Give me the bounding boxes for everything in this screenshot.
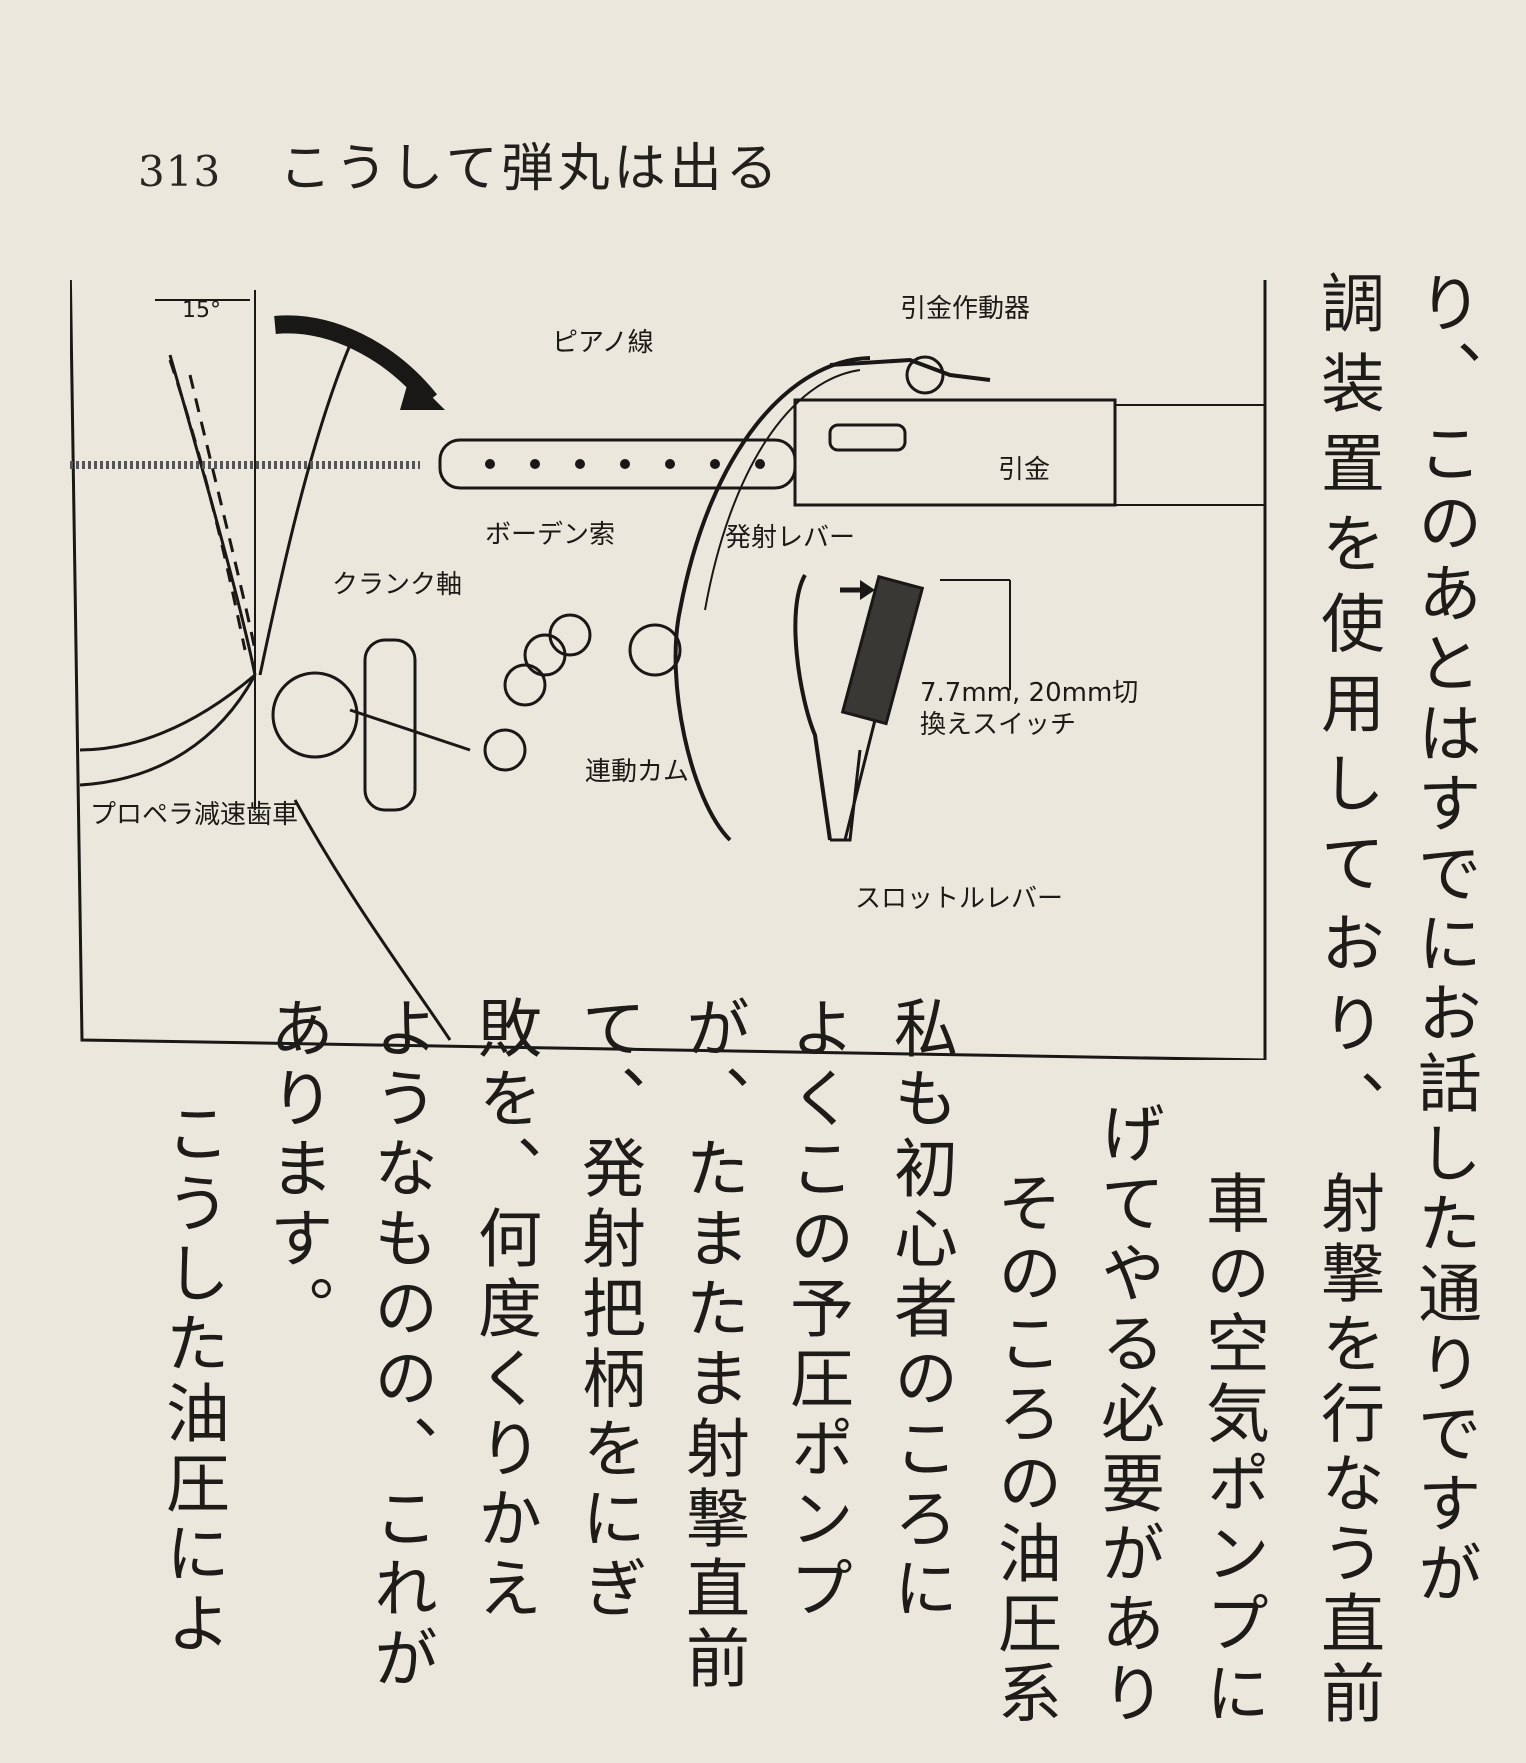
text-column: 装	[1310, 350, 1384, 420]
text-column: 調	[1310, 270, 1384, 340]
label-crank-shaft: クランク軸	[332, 570, 463, 600]
body-text: り、 このあとはすでにお話した通りですが 調 装 置 を 使 用 し て お り…	[60, 270, 1500, 1763]
text-column: 使	[1310, 590, 1384, 660]
propeller-blade	[258, 344, 352, 676]
gear	[503, 663, 547, 707]
text-column: て、発射把柄をにぎ	[571, 995, 645, 1625]
gear	[483, 728, 527, 772]
propeller-reduction-gear	[271, 671, 359, 759]
text-column: を	[1310, 510, 1384, 580]
label-throttle-lever: スロットルレバー	[855, 884, 1064, 914]
figure-frame	[70, 280, 1267, 1060]
label-linked-cam: 連動カム	[585, 757, 690, 787]
switch-grip	[840, 574, 925, 726]
firing-lever	[793, 574, 832, 841]
text-column: げてやる必要があり	[1090, 1100, 1164, 1730]
text-column: 置	[1310, 430, 1384, 500]
running-title: こうして弾丸は出る	[279, 139, 782, 199]
label-propeller-gear: プロペラ減速歯車	[90, 800, 299, 830]
label-trigger: 引金	[998, 455, 1051, 485]
propeller-blade	[293, 799, 452, 1041]
text-column: あります。	[259, 995, 333, 1345]
text-column: 射撃を行なう直前	[1310, 1170, 1384, 1730]
text-column: り、	[1407, 270, 1481, 410]
rotation-arrow-head	[400, 375, 445, 410]
text-column: り	[1310, 990, 1384, 1060]
text-column: 用	[1310, 670, 1384, 740]
text-column: 、	[1310, 1070, 1384, 1140]
label-bowden-cable: ボーデン索	[485, 520, 616, 550]
propeller-blade-outline	[168, 359, 247, 651]
propeller-blade	[79, 674, 257, 787]
text-column: て	[1310, 830, 1384, 900]
text-column: よくこの予圧ポンプ	[779, 995, 853, 1625]
label-firing-lever: 発射レバー	[725, 523, 856, 553]
label-switch-line2: 換えスイッチ	[920, 710, 1077, 740]
illustration: 15° ピアノ線 引金作動器 引金 ボーデン索 発射レバー クランク軸 7.7m…	[70, 280, 1275, 1060]
text-column: 敗を、何度くりかえ	[467, 995, 541, 1625]
linked-cam	[628, 623, 682, 677]
label-piano-wire: ピアノ線	[552, 328, 654, 358]
text-column: 私も初心者のころに	[883, 995, 957, 1625]
firing-mechanism-diagram	[70, 280, 1267, 1060]
crank-shaft	[363, 638, 417, 812]
trigger-actuator	[829, 357, 991, 382]
propeller-blade-outline	[188, 374, 257, 651]
page-number: 313	[138, 147, 222, 196]
bowden-cable	[673, 356, 871, 842]
text-column: そのころの油圧系	[987, 1100, 1061, 1730]
throttle-lever	[843, 719, 877, 841]
text-column: が、たまたま射撃直前	[675, 995, 749, 1695]
text-column: このあとはすでにお話した通りですが	[1407, 420, 1481, 1610]
text-column: お	[1310, 910, 1384, 980]
label-switch-line1: 7.7mm, 20mm切	[920, 678, 1139, 708]
page-header: 313 こうして弾丸は出る	[138, 126, 782, 201]
text-column: こうした油圧によ	[155, 1030, 229, 1660]
label-trigger-actuator: 引金作動器	[900, 294, 1031, 324]
propeller-blade	[79, 673, 256, 752]
label-angle: 15°	[182, 298, 221, 323]
gun-body	[793, 398, 1117, 507]
text-column: ようなものの、これが	[363, 995, 437, 1695]
text-column: し	[1310, 750, 1384, 820]
text-column: 車の空気ポンプに	[1195, 1170, 1269, 1730]
gear	[523, 633, 567, 677]
